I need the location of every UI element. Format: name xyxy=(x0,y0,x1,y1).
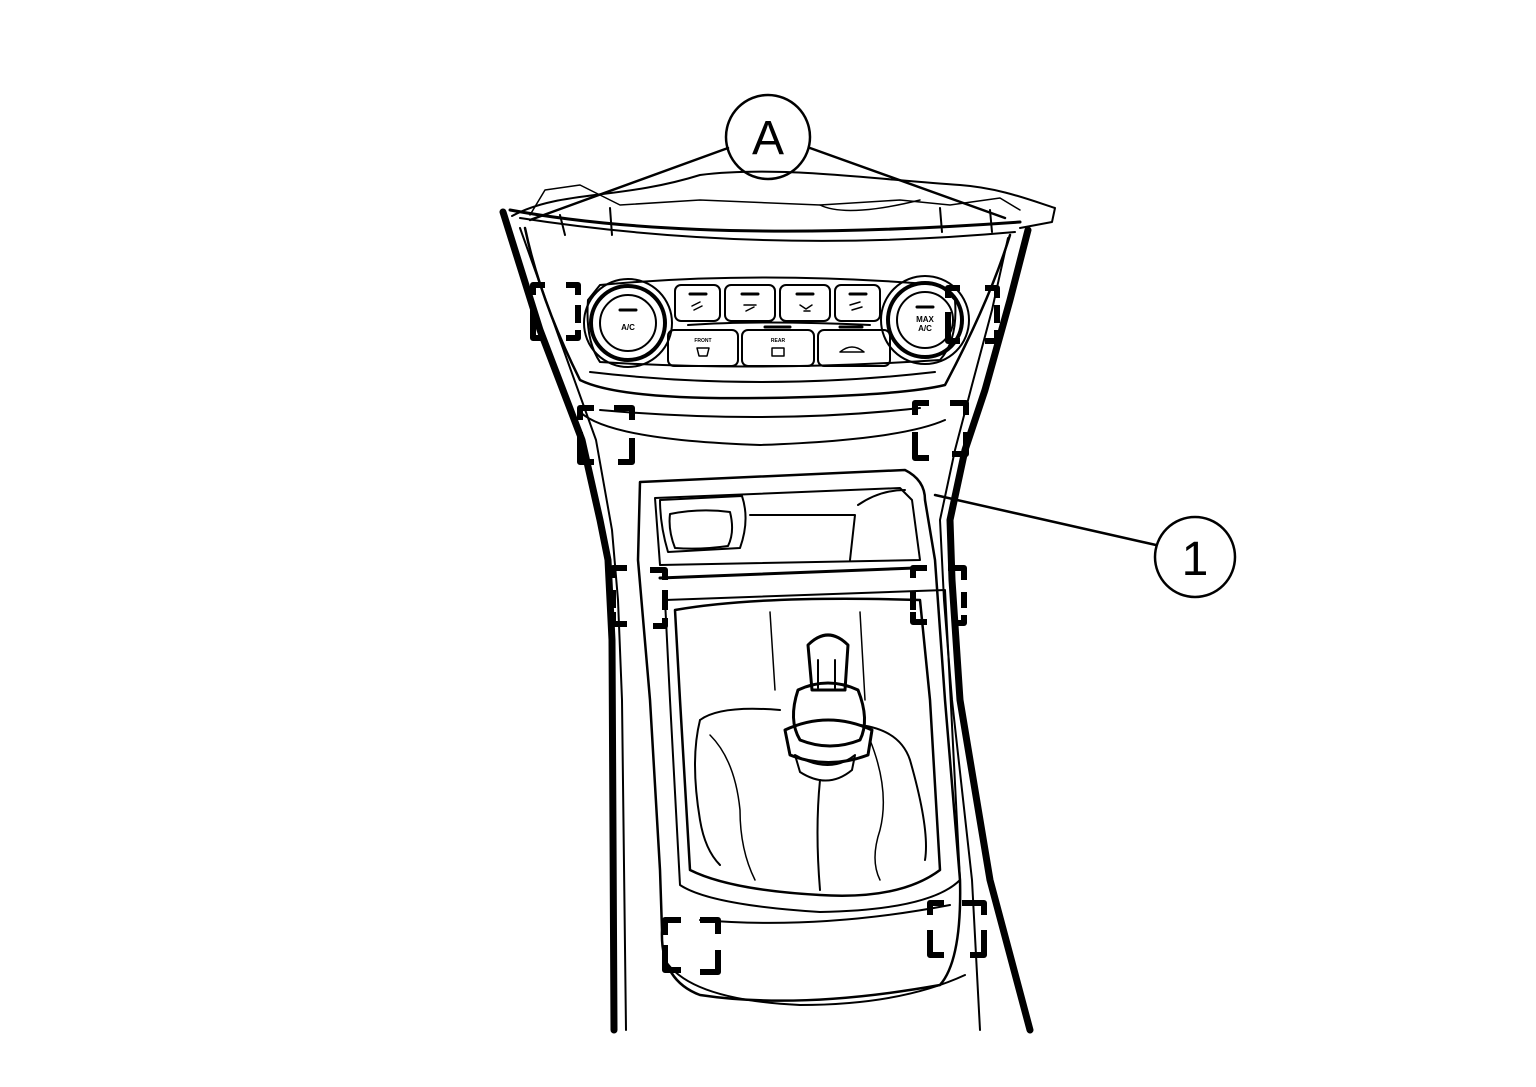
center-console-finisher xyxy=(636,468,966,1006)
clip-marker xyxy=(945,285,1000,344)
front-defrost-label: FRONT xyxy=(694,338,711,344)
left-knob-label: A/C xyxy=(621,323,635,332)
clip-markers xyxy=(530,282,1000,975)
mode-buttons xyxy=(674,284,881,322)
right-knob-label-1: MAX xyxy=(916,315,934,324)
upper-dash-garnish xyxy=(508,170,1056,242)
clip-marker xyxy=(927,900,987,958)
clip-marker xyxy=(912,400,969,461)
right-fan-knob: MAX A/C xyxy=(880,275,970,365)
right-dash-edge xyxy=(939,226,1034,1034)
heater-control-panel: A/C MAX A/C xyxy=(523,226,1012,446)
callout-1: 1 xyxy=(933,493,1237,599)
clip-marker xyxy=(910,565,967,626)
clip-marker xyxy=(530,282,581,341)
callout-a: A xyxy=(528,93,1007,222)
clip-marker xyxy=(662,917,721,975)
rear-defrost-label: REAR xyxy=(771,338,786,344)
shift-lever xyxy=(783,633,874,782)
left-temperature-knob: A/C xyxy=(583,278,673,368)
callout-1-label: 1 xyxy=(1182,533,1209,586)
lower-buttons: FRONT REAR xyxy=(667,321,891,367)
right-knob-label-2: A/C xyxy=(918,324,932,333)
left-dash-edge xyxy=(499,208,627,1034)
clip-marker xyxy=(577,405,635,465)
clip-marker xyxy=(610,565,668,629)
callout-a-label: A xyxy=(752,112,784,165)
